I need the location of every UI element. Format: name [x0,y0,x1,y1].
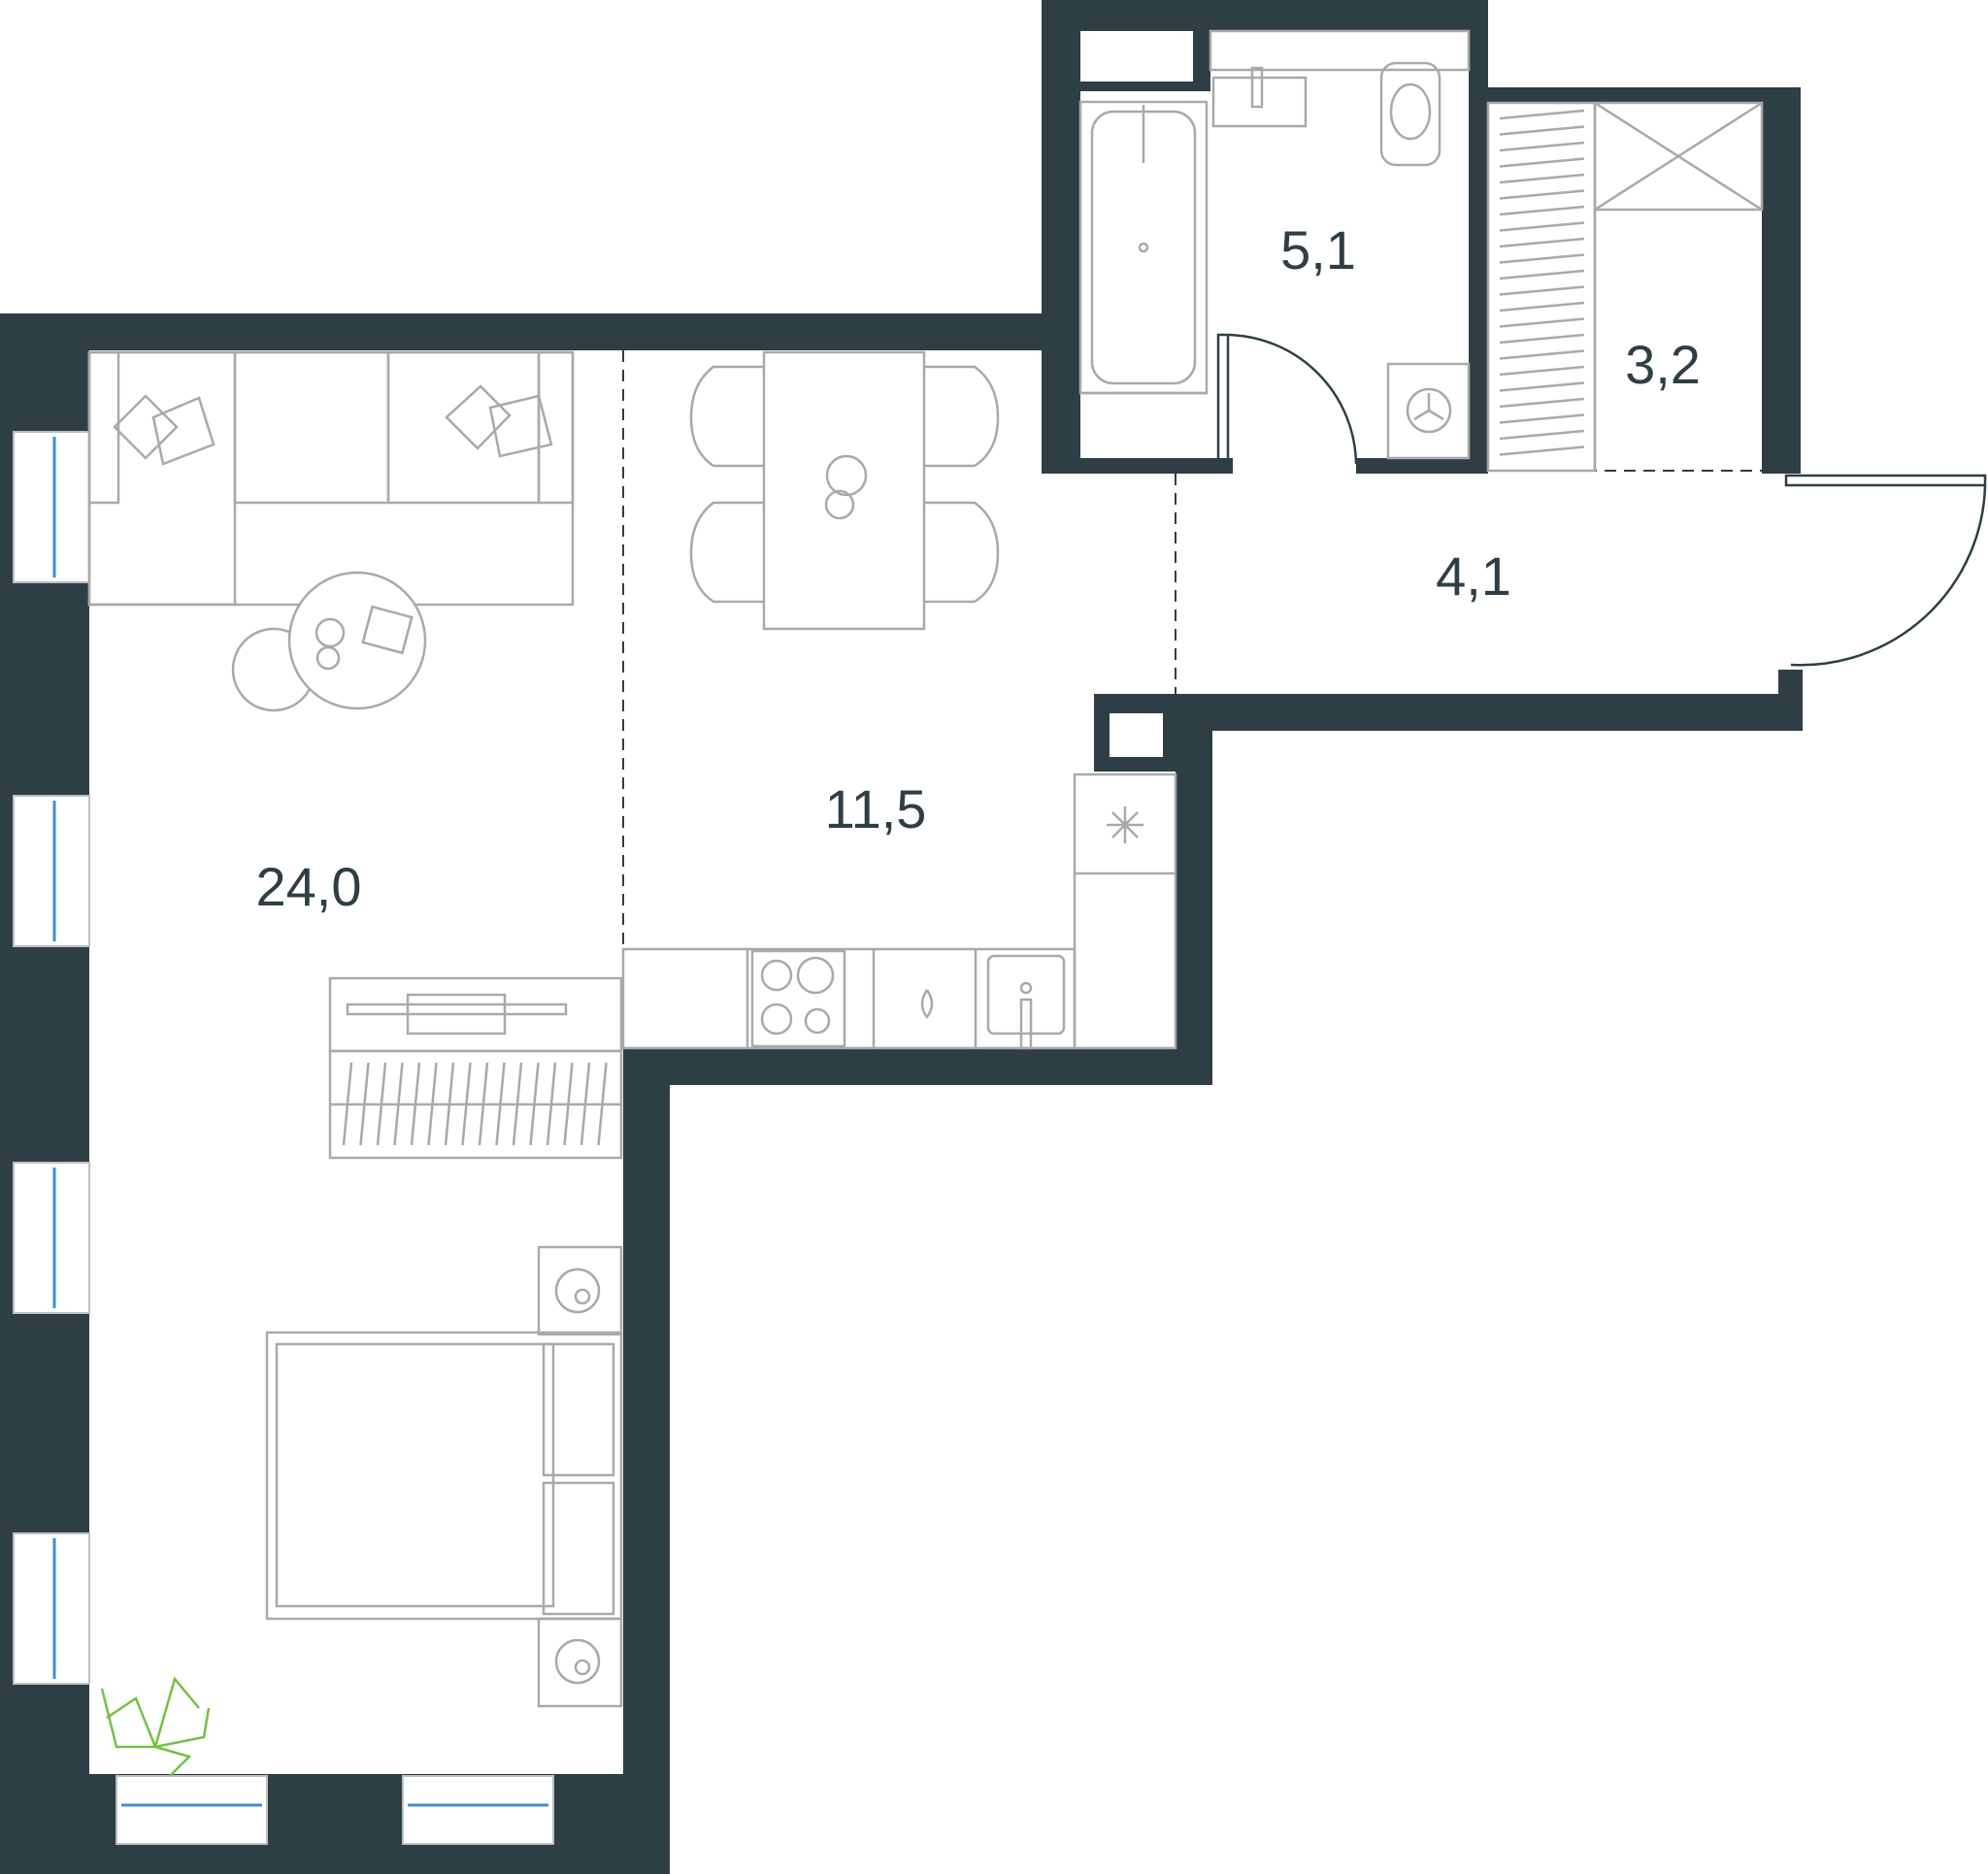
wall-bath-left [1042,0,1080,474]
wall-kitchen-bottom [623,1048,1212,1085]
area-label-hallway: 4,1 [1436,545,1511,607]
washing-machine-icon [1386,362,1471,460]
wall-storage-top [1488,87,1801,103]
bathroom-door[interactable] [1216,333,1358,468]
nightstand-bottom [537,1617,623,1708]
wall-bath-right [1469,0,1488,474]
wall-bath-partition [1193,31,1210,91]
wall-bottom [0,1774,670,1874]
tap-icon [920,989,934,1020]
walls [0,0,1803,1874]
window-left-3 [13,1162,90,1314]
coffee-tables [231,571,427,712]
window-left-4 [13,1532,90,1685]
wall-bath-bottom-right [1356,458,1488,474]
area-label-living-bedroom: 24,0 [256,856,362,917]
toilet-icon [1379,61,1441,167]
window-bottom-1 [116,1775,268,1845]
tv-stand [328,976,623,1053]
window-bottom-2 [402,1775,554,1845]
area-label-storage: 3,2 [1625,334,1701,395]
area-label-bathroom: 5,1 [1280,219,1356,280]
kitchen-sink-icon [986,954,1066,1050]
storage-shelf [1486,101,1597,473]
window-left-2 [13,795,90,947]
wall-kitchen-right [1176,694,1212,1085]
fridge-icon [1073,773,1177,1050]
window-left-1 [13,431,90,583]
entrance-door[interactable] [1784,474,1987,667]
nightstand-top [537,1245,623,1336]
storage-unit [1593,101,1764,471]
plant-icon [100,1676,211,1777]
bed [265,1331,623,1621]
dining-table [762,350,926,631]
area-label-kitchen-dining: 11,5 [825,778,927,839]
wall-right-hall [1778,670,1803,731]
wall-hall-bottom [1094,694,1803,731]
wall-bath-top [1042,0,1488,31]
wall-storage-right [1762,87,1801,474]
wall-right-living [623,1048,670,1874]
dining-chairs [689,365,1000,604]
sofa [87,350,575,607]
washbasin-icon [1209,29,1471,128]
stove-icon [750,949,846,1048]
wall-bath-bottom-left [1042,458,1233,474]
wardrobe [328,1049,623,1160]
bathtub-icon [1078,100,1209,395]
wall-top-living [0,313,1063,350]
